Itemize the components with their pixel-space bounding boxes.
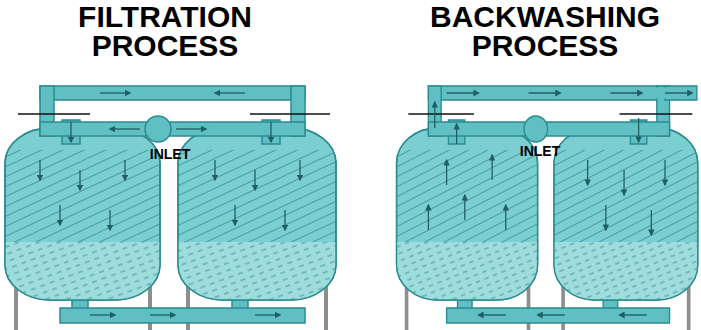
panel-heading: BACKWASHING PROCESS xyxy=(405,2,685,60)
panel-heading: FILTRATION PROCESS xyxy=(35,2,295,60)
filter-unit xyxy=(392,86,701,330)
flow-arrows xyxy=(428,93,692,315)
flow-arrows xyxy=(40,93,300,315)
inlet-label: INLET xyxy=(150,146,190,162)
inlet-label: INLET xyxy=(520,143,560,159)
filter-unit xyxy=(0,86,345,330)
